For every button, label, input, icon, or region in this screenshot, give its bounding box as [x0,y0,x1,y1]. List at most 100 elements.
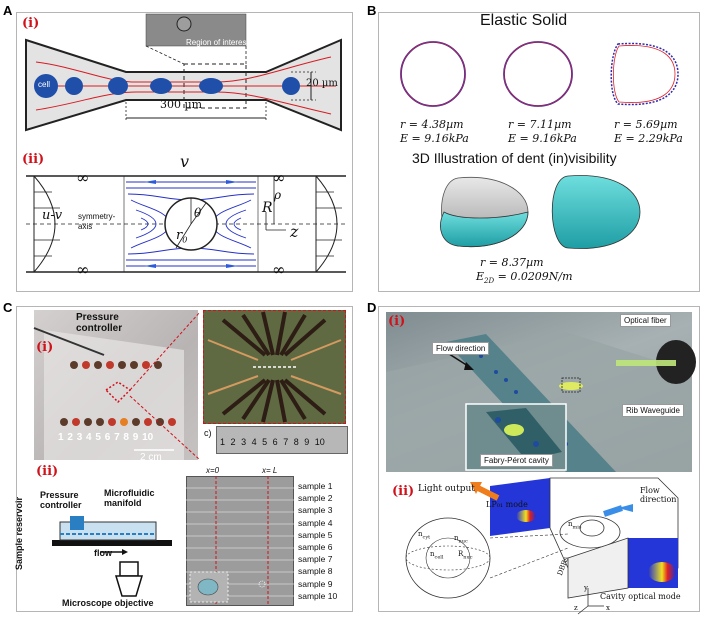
shape2-E: E = 9.16kPa [508,132,577,145]
shape1-r: r = 4.38µm [400,118,464,131]
pressure-controller-label: Pressure controller [76,312,123,334]
width-label: 20 µm [306,78,338,89]
infinity-bl: ∞ [76,260,90,279]
cell [199,78,223,94]
panel-a-i-label: (i) [22,16,40,31]
panel-b-letter: B [367,3,377,18]
sample-label: sample 10 [298,590,338,601]
reservoir-numbers: 1 2 3 4 5 6 7 8 9 10 [58,432,154,443]
channel-diagram [25,13,342,132]
render-scene-drawing [386,332,696,472]
cell [34,74,58,98]
objective-label: Microscope objective [62,598,154,608]
illus-r: r = 8.37µm [480,256,544,269]
shape3-r: r = 5.69µm [614,118,678,131]
axis-x-label: x [606,604,610,612]
shape2-r: r = 7.11µm [508,118,572,131]
sample-label: sample 5 [298,529,333,540]
R-label: R [262,200,273,216]
flow-arrow [35,91,332,115]
sample-label: sample 1 [298,481,333,491]
velocity-profile-left [33,175,60,273]
illustration-title: 3D Illustration of dent (in)visibility [412,150,617,166]
flow-direction-label: Flow direction [432,342,490,355]
flow-field-diagram [26,175,346,273]
n-mis-label: nmis [568,520,582,531]
tubes-bottom [60,418,176,426]
scale-bar-label: 2 cm [140,452,162,463]
cell [65,77,83,95]
cell-label: cell [38,80,51,89]
panel-d-i-label: (i) [388,314,406,329]
n-nuc-label: nnuc [454,534,468,545]
sample-label: sample 4 [298,517,333,528]
pressure-controller-label-2: Pressure controller [40,490,82,510]
cell [150,78,172,94]
R-nuc-label: Rnuc [458,550,473,561]
x0-label: x=0 [206,466,220,475]
elastic-solid-title: Elastic Solid [480,12,568,29]
shape3-E: E = 2.29kPa [614,132,683,145]
panel-c-letter: C [3,300,13,315]
illus-E: E2D = 0.0209N/m [476,270,573,286]
panel-c-ii-label: (ii) [36,464,59,479]
tubes-top [70,361,162,369]
sample-label: sample 6 [298,542,333,553]
panel-b [378,12,700,292]
n-cell-label: ncell [430,550,444,561]
setup-schematic [52,516,172,597]
sample-label: sample 9 [298,578,333,589]
symmetry-axis-label: symmetry-axis [78,212,116,231]
cavity-schematic [405,477,679,615]
manifold-label: Microfluidic manifold [104,488,155,508]
strip-label: c) [204,428,212,438]
roi-label: Region of interest [186,38,249,47]
panel-c-i-label: (i) [36,340,54,355]
channel-strip [216,426,348,454]
panel-d-ii-label: (ii) [392,484,415,499]
cell [282,77,300,95]
z-label: z [290,222,299,241]
inset-leader-left [145,45,185,65]
v-label: v [180,152,190,171]
strip-numbers: 1 2 3 4 5 6 7 8 9 10 [220,437,325,447]
optical-fiber-label: Optical fiber [620,314,671,327]
3d-illustration [440,175,641,249]
u-minus-v-label: u-v [42,208,63,223]
sample-reservoir-label: Sample reservoir [14,496,24,570]
sample-label: sample 7 [298,554,333,565]
axis-z-label: z [574,604,578,612]
lp-mode-label: LP₀₁ mode [486,500,528,509]
xL-label: x= L [262,466,278,475]
rho-label: ρ [274,188,282,202]
sample-label: sample 2 [298,493,333,504]
micrograph-cell [176,16,192,32]
sample-list: sample 1 sample 2 sample 3 sample 4 samp… [298,480,337,602]
n-cyt-label: ncyt [418,530,431,541]
flow-label: flow [94,548,112,558]
sample-label: sample 3 [298,505,333,516]
velocity-profile-right [315,175,342,273]
chip-photo-drawing [33,311,201,461]
shape-contours [400,41,679,107]
sample-label: sample 8 [298,566,333,577]
rib-waveguide-label: Rib Waveguide [622,404,684,417]
infinity-left: ∞ [76,168,90,187]
r0-label: r0 [176,228,188,245]
panel-a-ii-label: (ii) [22,152,45,167]
infinity-br: ∞ [272,260,286,279]
zoom-inset-drawing [207,311,342,423]
cavity-mode-label: Cavity optical mode [600,592,681,601]
infinity-mid: ∞ [272,168,286,187]
fp-cavity-label: Fabry-Pérot cavity [480,454,553,467]
cell [108,77,128,95]
panel-d-letter: D [367,300,377,315]
flow-arrow [35,56,332,83]
panel-a-letter: A [3,3,13,18]
shape1-E: E = 9.16kPa [400,132,469,145]
axis-y-label: y [584,584,588,592]
length-label: 300 µm [160,98,203,111]
micrograph-inset [145,13,247,47]
light-output-label: Light output [418,484,475,494]
micrograph-drawing [186,476,294,606]
